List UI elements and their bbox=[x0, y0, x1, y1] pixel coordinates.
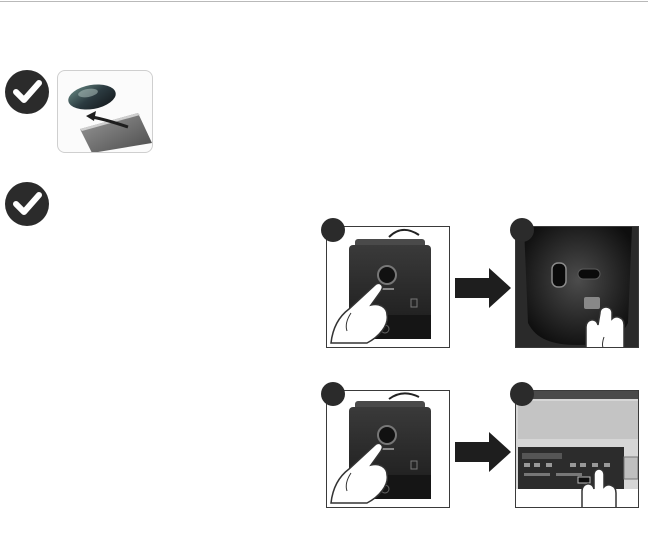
checkmark-icon bbox=[4, 69, 50, 115]
right-arrow-icon bbox=[455, 432, 515, 472]
receiver-connect-panel bbox=[326, 226, 450, 348]
step-marker bbox=[321, 382, 345, 406]
computer-back-panel bbox=[515, 390, 639, 508]
top-divider bbox=[0, 1, 648, 2]
right-arrow-icon bbox=[455, 268, 515, 308]
mouse-on-pad-illustration bbox=[57, 70, 153, 153]
receiver-connect-panel bbox=[326, 390, 450, 508]
step-marker bbox=[510, 218, 534, 242]
checkmark-icon bbox=[4, 181, 50, 227]
step-marker bbox=[321, 218, 345, 242]
step-marker bbox=[510, 382, 534, 406]
mouse-underside-panel bbox=[515, 226, 639, 348]
